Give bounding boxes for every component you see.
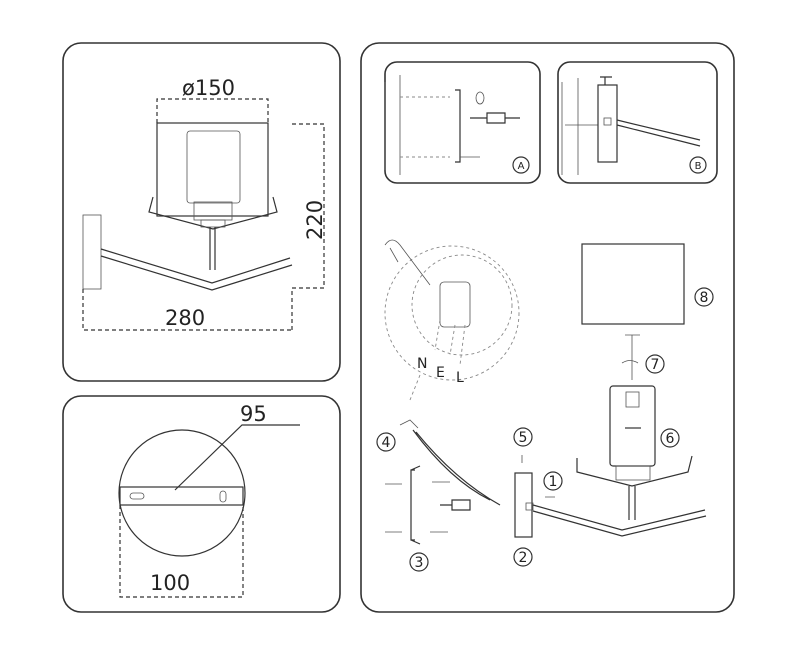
wall-plate-panel: 95 100 — [62, 395, 341, 613]
detail-b-label: B — [695, 161, 702, 172]
height-dim-line — [291, 123, 325, 331]
earth-label: E — [436, 365, 445, 381]
diameter-dim-line — [156, 98, 269, 123]
svg-text:4: 4 — [382, 435, 391, 451]
live-label: L — [456, 370, 464, 386]
lamp-assembly — [576, 243, 693, 520]
step-markers: 1 2 3 4 5 6 7 8 — [376, 287, 714, 572]
step-1: 1 — [543, 471, 563, 491]
wiring-detail: N E L — [384, 239, 520, 401]
svg-text:3: 3 — [415, 555, 424, 571]
svg-text:1: 1 — [549, 474, 558, 490]
svg-text:7: 7 — [651, 357, 660, 373]
detail-a: A — [384, 61, 541, 184]
step-5: 5 — [513, 427, 533, 447]
plate-diameter-label: 100 — [150, 571, 190, 595]
svg-text:2: 2 — [519, 550, 528, 566]
svg-text:6: 6 — [666, 431, 675, 447]
neutral-label: N — [417, 356, 427, 372]
detail-b: B — [557, 61, 718, 184]
dimensions-panel: ø150 220 280 — [62, 42, 341, 382]
svg-text:8: 8 — [700, 290, 709, 306]
detail-a-label: A — [518, 161, 525, 172]
step-7: 7 — [645, 354, 665, 374]
step-2: 2 — [513, 547, 533, 567]
width-label: 280 — [165, 306, 205, 330]
step-3: 3 — [409, 552, 429, 572]
installation-panel: A B N E L — [360, 42, 735, 613]
step-4: 4 — [376, 432, 396, 452]
lamp-side-view — [82, 122, 293, 291]
step-6: 6 — [660, 428, 680, 448]
height-label: 220 — [303, 200, 327, 240]
svg-text:5: 5 — [519, 430, 528, 446]
diameter-label: ø150 — [182, 76, 235, 100]
step-8: 8 — [694, 287, 714, 307]
hole-spacing-label: 95 — [240, 402, 267, 426]
plate-dim-line — [119, 505, 244, 598]
mounting-hardware — [385, 419, 707, 545]
lamp-shade — [581, 243, 685, 325]
wall-plate-circle — [118, 429, 246, 557]
